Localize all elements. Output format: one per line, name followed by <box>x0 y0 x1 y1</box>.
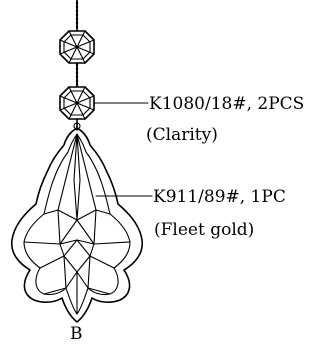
octagon-bead-top <box>59 30 95 64</box>
octagon-bead-bottom <box>59 86 95 120</box>
part1-finish-label: (Clarity) <box>146 125 218 145</box>
part2-code-label: K911/89#, 1PC <box>153 187 286 207</box>
baroque-pendant <box>10 127 144 323</box>
part1-code-label: K1080/18#, 2PCS <box>149 94 304 114</box>
figure-letter: B <box>70 324 83 344</box>
part2-finish-label: (Fleet gold) <box>154 220 254 240</box>
